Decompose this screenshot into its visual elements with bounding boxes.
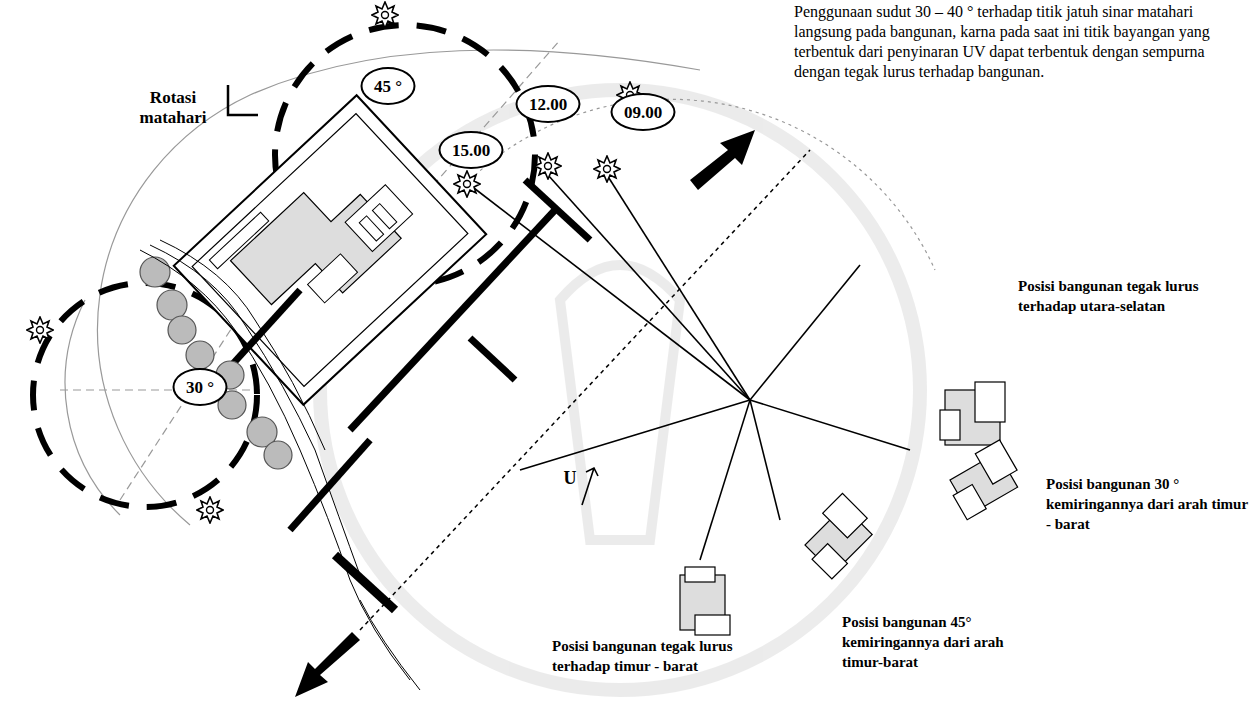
annotation: U bbox=[558, 468, 582, 488]
annotation: Posisi bangunan 30 ° kemiringannya dari … bbox=[1046, 474, 1250, 534]
sun-rays bbox=[470, 175, 910, 560]
river bbox=[140, 240, 420, 690]
ellipse-text: 12.00 bbox=[529, 95, 567, 115]
time-ellipse: 12.00 bbox=[516, 85, 581, 123]
annotation: Posisi bangunan 45° kemiringannya dari a… bbox=[842, 612, 1042, 672]
annotation: Posisi bangunan tegak lurus terhadap uta… bbox=[1018, 276, 1250, 316]
annotation: Posisi bangunan tegak lurus terhadap tim… bbox=[552, 636, 752, 676]
ellipse-text: 15.00 bbox=[452, 141, 490, 161]
annotation-text: Posisi bangunan tegak lurus terhadap uta… bbox=[1018, 278, 1198, 314]
annotation-text: U bbox=[564, 468, 577, 488]
annotation-text: Rotasi matahari bbox=[139, 88, 206, 127]
annotation-text: Penggunaan sudut 30 – 40 ° terhadap titi… bbox=[794, 3, 1210, 80]
axis-arrow bbox=[295, 130, 810, 697]
ellipse-text: 30 ° bbox=[186, 378, 214, 398]
annotation-text: Posisi bangunan tegak lurus terhadap tim… bbox=[552, 638, 732, 674]
time-ellipse: 15.00 bbox=[439, 131, 504, 169]
ellipse-text: 09.00 bbox=[624, 103, 662, 123]
time-ellipse: 30 ° bbox=[173, 368, 228, 406]
annotation: Rotasi matahari bbox=[118, 88, 228, 128]
time-ellipse: 45 ° bbox=[361, 67, 416, 105]
ellipse-text: 45 ° bbox=[374, 77, 402, 97]
time-ellipse: 09.00 bbox=[611, 93, 676, 131]
corner-mark bbox=[228, 85, 258, 115]
annotation: Penggunaan sudut 30 – 40 ° terhadap titi… bbox=[794, 2, 1252, 82]
annotation-text: Posisi bangunan 30 ° kemiringannya dari … bbox=[1046, 476, 1248, 532]
building-icon bbox=[680, 382, 1026, 635]
annotation-text: Posisi bangunan 45° kemiringannya dari a… bbox=[842, 614, 1004, 670]
sun-icon bbox=[27, 2, 643, 523]
sun-angle-circle bbox=[33, 25, 535, 507]
building-site bbox=[174, 95, 486, 404]
road-axis bbox=[200, 180, 590, 610]
